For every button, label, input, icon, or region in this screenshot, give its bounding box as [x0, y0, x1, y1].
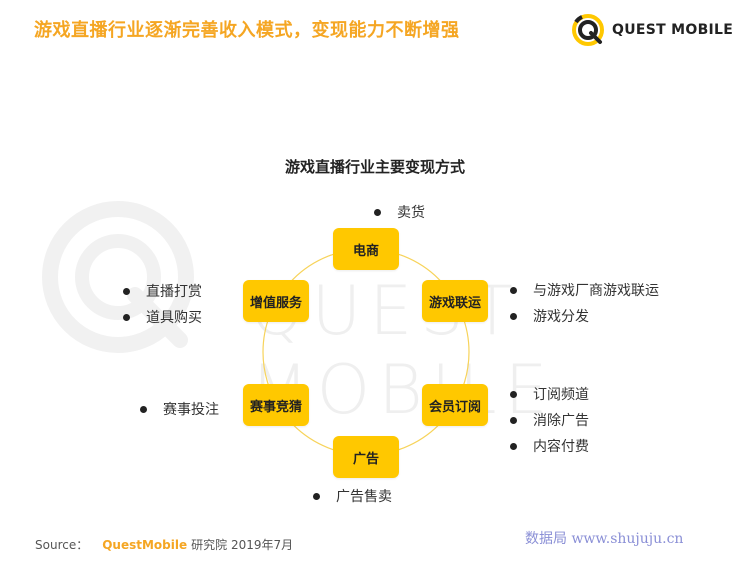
- node-advertising: 广告: [333, 436, 399, 478]
- list-item-text: 内容付费: [533, 439, 589, 455]
- bullets-value-added-services: 直播打赏 道具购买: [123, 278, 202, 330]
- list-item-text: 道具购买: [146, 310, 202, 326]
- bullet-dot: [510, 390, 517, 398]
- brand-name: QUEST MOBILE: [612, 22, 734, 38]
- list-item: 订阅频道: [510, 381, 589, 407]
- list-item: 卖货: [374, 199, 425, 225]
- source-rest: 研究院 2019年7月: [191, 538, 294, 552]
- list-item-text: 游戏分发: [533, 309, 589, 325]
- quest-logo-icon: [572, 14, 604, 46]
- bullet-dot: [123, 287, 130, 295]
- bullets-membership: 订阅频道 消除广告 内容付费: [510, 381, 589, 459]
- source-label: Source：: [35, 538, 89, 552]
- bullet-dot: [374, 208, 381, 216]
- list-item-text: 赛事投注: [163, 402, 219, 418]
- watermark-text: QUEST MOBILE: [250, 272, 556, 430]
- node-membership: 会员订阅: [422, 384, 488, 426]
- list-item: 赛事投注: [140, 396, 219, 422]
- list-item: 消除广告: [510, 407, 589, 433]
- page-title: 游戏直播行业逐渐完善收入模式，变现能力不断增强: [34, 20, 460, 41]
- list-item: 内容付费: [510, 433, 589, 459]
- list-item-text: 与游戏厂商游戏联运: [533, 283, 659, 299]
- brand-logo: QUEST MOBILE: [570, 12, 733, 48]
- list-item: 与游戏厂商游戏联运: [510, 277, 659, 303]
- bullet-dot: [123, 313, 130, 321]
- bullets-esports-betting: 赛事投注: [140, 396, 219, 422]
- node-value-added-services: 增值服务: [243, 280, 309, 322]
- node-esports-betting: 赛事竞猜: [243, 384, 309, 426]
- bullet-dot: [510, 312, 517, 320]
- bullet-dot: [313, 492, 320, 500]
- list-item: 道具购买: [123, 304, 202, 330]
- list-item-text: 广告售卖: [336, 489, 392, 505]
- list-item-text: 消除广告: [533, 413, 589, 429]
- node-game-joint-operation: 游戏联运: [422, 280, 488, 322]
- site-watermark: 数据局 www.shujuju.cn: [525, 531, 684, 547]
- source-brand: QuestMobile: [102, 537, 188, 552]
- bullet-dot: [140, 405, 147, 413]
- bullet-dot: [510, 442, 517, 450]
- bullets-ecommerce: 卖货: [374, 199, 425, 225]
- bullet-dot: [510, 416, 517, 424]
- list-item-text: 卖货: [397, 205, 425, 221]
- node-ecommerce: 电商: [333, 228, 399, 270]
- bullets-game-joint-operation: 与游戏厂商游戏联运 游戏分发: [510, 277, 659, 329]
- list-item: 广告售卖: [313, 483, 392, 509]
- bullets-advertising: 广告售卖: [313, 483, 392, 509]
- list-item: 直播打赏: [123, 278, 202, 304]
- source-note: Source： QuestMobile 研究院 2019年7月: [35, 536, 293, 553]
- bullet-dot: [510, 286, 517, 294]
- list-item-text: 订阅频道: [533, 387, 589, 403]
- diagram-title: 游戏直播行业主要变现方式: [284, 158, 465, 176]
- list-item-text: 直播打赏: [146, 284, 202, 300]
- list-item: 游戏分发: [510, 303, 659, 329]
